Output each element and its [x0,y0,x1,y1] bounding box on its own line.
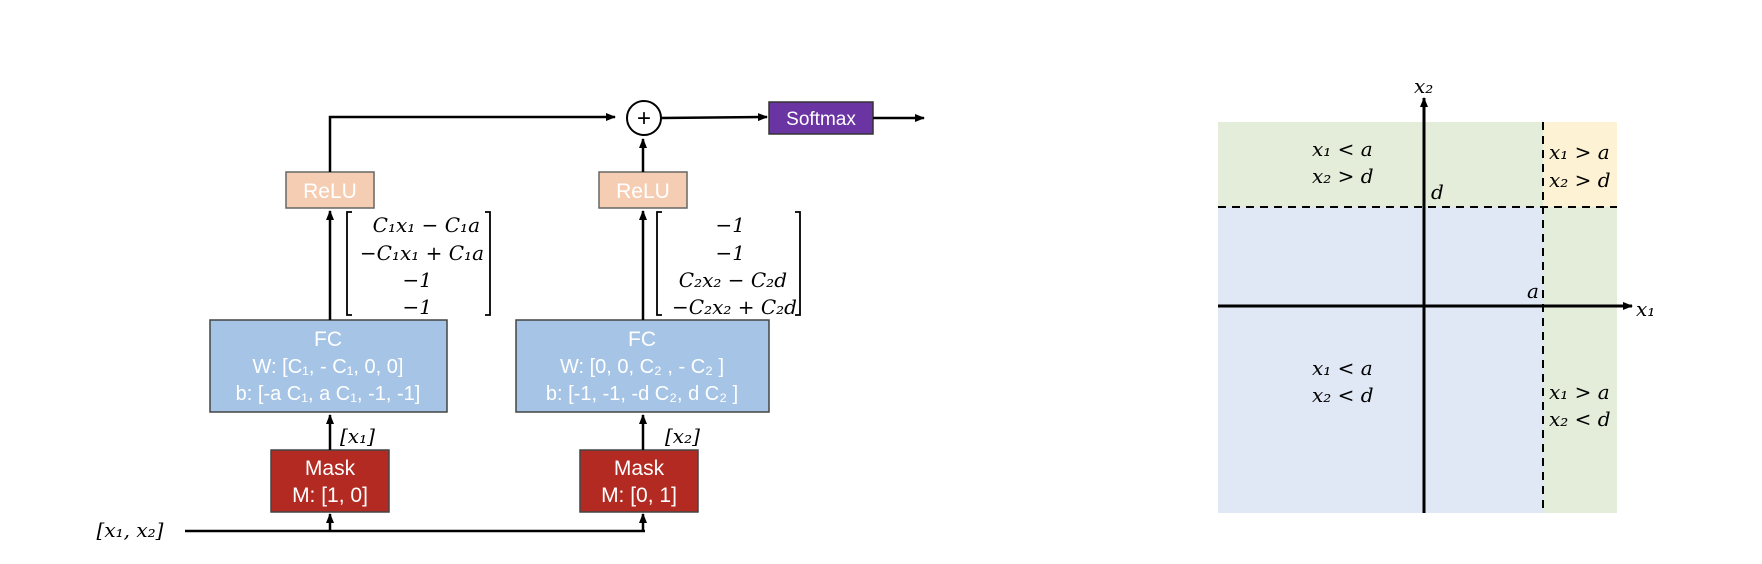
vector1-entry: −1 [403,295,432,319]
vector2-entry: −1 [716,241,745,265]
fc-title-1: FC [314,328,342,351]
fc-block-2: FC W: [0, 0, C₂ , - C₂ ] b: [-1, -1, -d … [515,319,770,413]
mask2-output-label: [x₂] [665,424,700,448]
threshold-a-label: a [1527,279,1539,303]
vector1-left-bracket [346,211,352,316]
mask-block-1: Mask M: [1, 0] [270,449,390,513]
relu-label-1: ReLU [303,180,357,203]
fc-bias-1: b: [-a C₁, a C₁, -1, -1] [236,383,421,405]
sum-symbol: + [637,105,651,132]
region-bottom-right-line: x₁ > a [1549,380,1610,404]
mask-box-1 [270,449,390,513]
region-bottom-left-line: x₂ < d [1312,383,1374,407]
fc-weight-2: W: [0, 0, C₂ , - C₂ ] [560,356,724,378]
x-axis-label: x₁ [1636,297,1655,321]
vector2-right-bracket [795,211,801,316]
network-diagram: [x₁, x₂] Mask M: [1, 0] Mask M: [0, 1] [… [97,100,925,542]
threshold-d-label: d [1431,180,1444,204]
relu-box-1 [285,171,375,209]
relu-block-1: ReLU [285,171,375,209]
vector1-right-bracket [485,211,491,316]
vector1-entry: −1 [403,268,432,292]
region-top-right-line: x₂ > d [1549,168,1611,192]
softmax-label: Softmax [786,109,856,130]
mask-block-2: Mask M: [0, 1] [579,449,699,513]
fc-bias-2: b: [-1, -1, -d C₂, d C₂ ] [546,383,738,405]
region-top-right-line: x₁ > a [1549,140,1610,164]
decision-region-plot: x₁ x₂ a d x₁ < a x₂ > d x₁ > a x₂ > d x₁… [1218,74,1655,513]
softmax-box [768,101,874,135]
relu-block-2: ReLU [598,171,688,209]
region-bottom-left-line: x₁ < a [1312,356,1373,380]
relu-label-2: ReLU [616,180,670,203]
fc-title-2: FC [628,328,656,351]
mask-title-2: Mask [614,457,665,480]
fc1-output-vector: C₁x₁ − C₁a −C₁x₁ + C₁a −1 −1 [346,211,491,319]
y-axis-label: x₂ [1414,74,1433,98]
region-bottom-left [1218,207,1543,513]
region-bottom-right [1543,207,1617,513]
mask-param-1: M: [1, 0] [292,484,368,507]
mask-box-2 [579,449,699,513]
region-top-left-line: x₁ < a [1312,137,1373,161]
vector2-entry: −C₂x₂ + C₂d [672,295,797,319]
softmax-block: Softmax [768,101,874,135]
fc2-output-vector: −1 −1 C₂x₂ − C₂d −C₂x₂ + C₂d [656,211,801,319]
mask-param-2: M: [0, 1] [601,484,677,507]
mask-title-1: Mask [305,457,356,480]
fc-box-1 [209,319,448,413]
sum-node: + [626,100,662,136]
sum-to-softmax-arrow [660,113,768,122]
vector1-entry: C₁x₁ − C₁a [373,213,480,237]
region-bottom-right-line: x₂ < d [1549,407,1611,431]
region-top-left-line: x₂ > d [1312,164,1374,188]
relu1-to-sum-arrow [328,113,616,172]
mask1-output-label: [x₁] [340,424,375,448]
vector2-entry: C₂x₂ − C₂d [679,268,787,292]
input-label: [x₁, x₂] [97,518,164,542]
region-top-left [1218,122,1543,207]
vector1-entry: −C₁x₁ + C₁a [360,241,484,265]
fc-block-1: FC W: [C₁, - C₁, 0, 0] b: [-a C₁, a C₁, … [209,319,448,413]
region-top-right [1543,122,1617,207]
vector2-entry: −1 [716,213,745,237]
fc-weight-1: W: [C₁, - C₁, 0, 0] [253,356,404,378]
vector2-left-bracket [656,211,662,316]
